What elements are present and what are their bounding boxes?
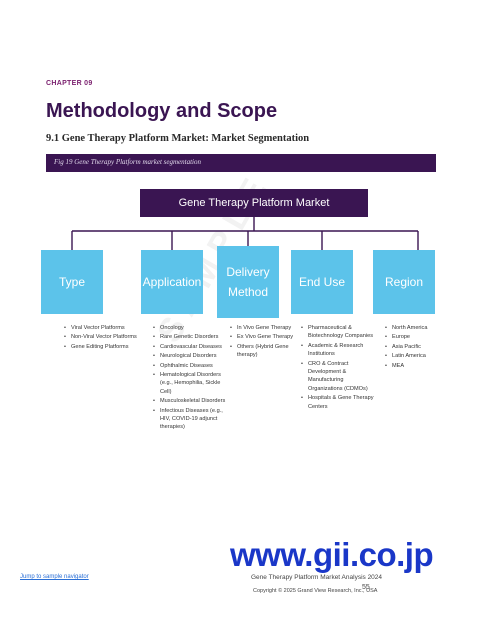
- chapter-label: CHAPTER 09: [46, 80, 93, 87]
- figure-caption: Fig 19 Gene Therapy Platform market segm…: [54, 158, 201, 166]
- category-delivery-method-label: Delivery Method: [226, 265, 270, 299]
- category-delivery-method: Delivery Method: [217, 246, 279, 318]
- application-items: Oncology Rare Genetic Disorders Cardiova…: [152, 324, 228, 433]
- list-item: MEA: [385, 362, 452, 371]
- list-item: Others (Hybrid Gene therapy): [230, 343, 299, 360]
- list-item: Cardiovascular Diseases: [153, 343, 228, 352]
- list-item: CRO & Contract Development & Manufacturi…: [301, 360, 376, 394]
- list-item: Academic & Research Institutions: [301, 342, 376, 359]
- list-item: Viral Vector Platforms: [64, 324, 139, 333]
- list-item: Hematological Disorders (e.g., Hemophili…: [153, 371, 228, 396]
- list-item: Pharmaceutical & Biotechnology Companies: [301, 324, 376, 341]
- list-item: Ex Vivo Gene Therapy: [230, 333, 299, 342]
- type-items: Viral Vector Platforms Non-Viral Vector …: [63, 324, 139, 352]
- delivery-method-items: In Vivo Gene Therapy Ex Vivo Gene Therap…: [229, 324, 299, 361]
- category-region: Region: [373, 250, 435, 314]
- list-item: Rare Genetic Disorders: [153, 333, 228, 342]
- category-application: Application: [141, 250, 203, 314]
- list-item: Latin America: [385, 352, 452, 361]
- list-item: Musculoskeletal Disorders: [153, 397, 228, 406]
- list-item: In Vivo Gene Therapy: [230, 324, 299, 333]
- region-items: North America Europe Asia Pacific Latin …: [384, 324, 452, 371]
- category-end-use: End Use: [291, 250, 353, 314]
- list-item: Europe: [385, 333, 452, 342]
- page-title: Methodology and Scope: [46, 100, 278, 122]
- list-item: Ophthalmic Diseases: [153, 362, 228, 371]
- list-item: Neurological Disorders: [153, 352, 228, 361]
- list-item: Hospitals & Gene Therapy Centers: [301, 394, 376, 411]
- list-item: Non-Viral Vector Platforms: [64, 333, 139, 342]
- category-type: Type: [41, 250, 103, 314]
- list-item: Infectious Diseases (e.g., HIV, COVID-19…: [153, 407, 228, 432]
- list-item: Gene Editing Platforms: [64, 343, 139, 352]
- footer-copyright: Copyright © 2025 Grand View Research, In…: [253, 588, 378, 594]
- list-item: North America: [385, 324, 452, 333]
- list-item: Asia Pacific: [385, 343, 452, 352]
- figure-caption-bar: Fig 19 Gene Therapy Platform market segm…: [46, 154, 436, 172]
- list-item: Oncology: [153, 324, 228, 333]
- sample-navigator-link[interactable]: Jump to sample navigator: [20, 574, 89, 580]
- root-node: Gene Therapy Platform Market: [140, 189, 368, 217]
- gii-watermark-url: www.gii.co.jp: [230, 536, 434, 573]
- end-use-items: Pharmaceutical & Biotechnology Companies…: [300, 324, 376, 412]
- footer-report-title: Gene Therapy Platform Market Analysis 20…: [251, 574, 383, 581]
- section-heading: 9.1 Gene Therapy Platform Market: Market…: [46, 133, 310, 144]
- page-number: 55: [362, 584, 370, 591]
